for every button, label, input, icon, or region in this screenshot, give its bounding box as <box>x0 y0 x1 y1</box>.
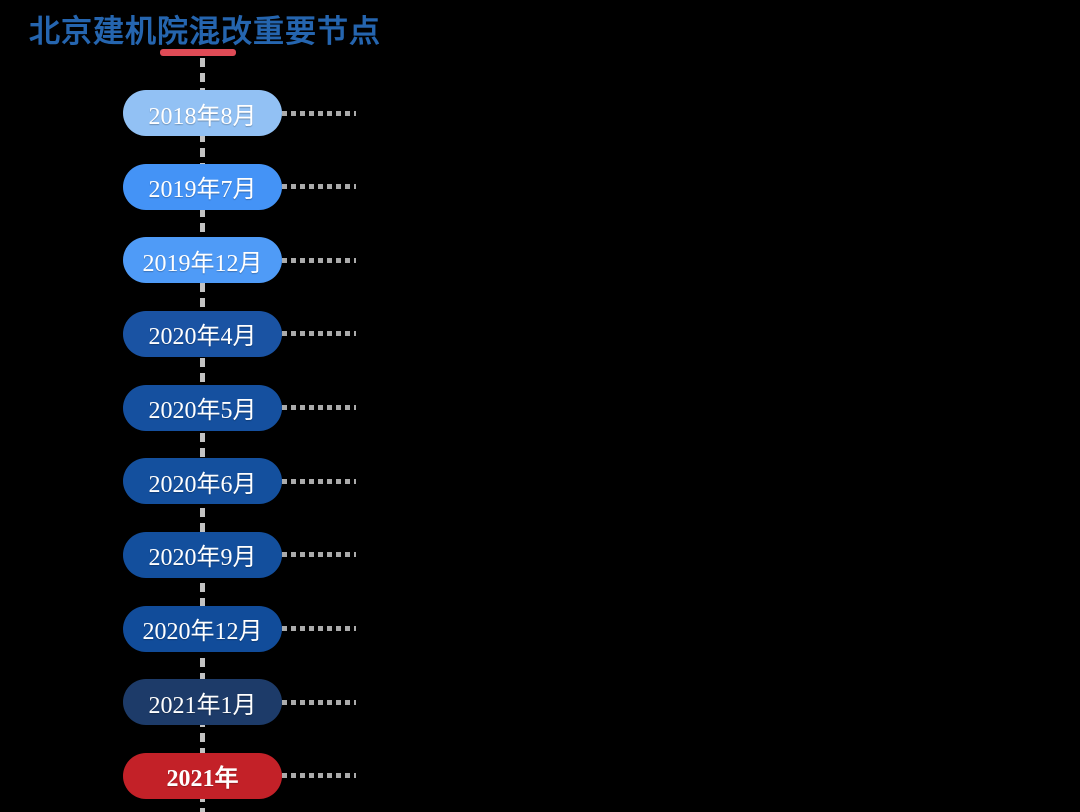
milestone-connector <box>282 699 356 705</box>
milestone-pill: 2020年4月 <box>123 310 282 357</box>
milestone-connector <box>282 257 356 263</box>
milestone-label: 2020年6月 <box>148 471 257 498</box>
timeline-line <box>200 58 205 812</box>
milestone-label: 2019年7月 <box>148 177 257 204</box>
milestone-pill: 2019年7月 <box>123 163 282 210</box>
milestone-connector <box>282 184 356 190</box>
milestone-label: 2019年12月 <box>142 250 263 277</box>
milestone-pill: 2021年1月 <box>123 679 282 726</box>
milestone-pill: 2019年12月 <box>123 237 282 284</box>
milestone-pill: 2020年12月 <box>123 605 282 652</box>
milestone-connector <box>282 552 356 558</box>
milestone-connector <box>282 405 356 411</box>
milestone-pill: 2018年8月 <box>123 90 282 136</box>
milestone-label: 2020年9月 <box>148 545 257 572</box>
milestone-pill: 2020年5月 <box>123 384 282 431</box>
milestone-connector <box>282 626 356 632</box>
milestone-label: 2018年8月 <box>148 103 257 130</box>
milestone-label: 2020年12月 <box>142 619 263 646</box>
milestone-connector <box>282 110 356 116</box>
milestone-label: 2021年1月 <box>148 692 257 719</box>
milestone-label: 2020年5月 <box>148 398 257 425</box>
milestone-pill: 2020年9月 <box>123 531 282 578</box>
milestone-connector <box>282 331 356 337</box>
milestone-connector <box>282 773 356 779</box>
milestone-label: 2021年 <box>166 766 239 793</box>
milestone-connector <box>282 478 356 484</box>
milestone-label: 2020年4月 <box>148 324 257 351</box>
title-underline <box>160 49 236 56</box>
page-title: 北京建机院混改重要节点 <box>29 14 381 49</box>
milestone-pill: 2020年6月 <box>123 458 282 505</box>
milestone-pill: 2021年 <box>123 752 282 799</box>
